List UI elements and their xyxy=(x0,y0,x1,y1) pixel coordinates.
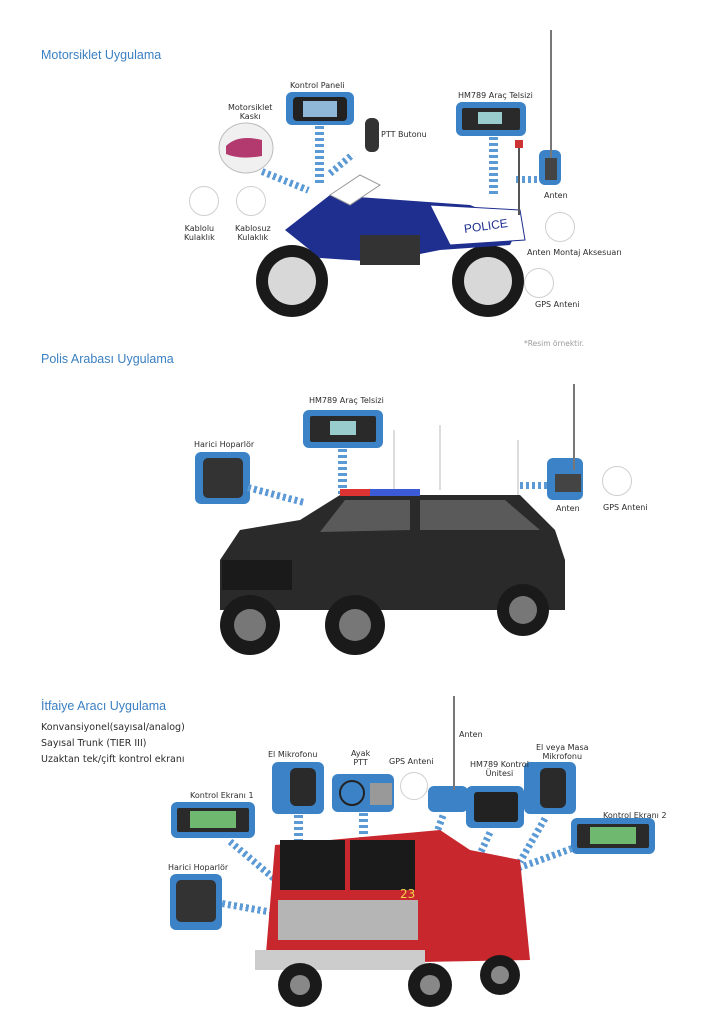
fire-gps-tile xyxy=(428,786,468,812)
feature-remote-screen: Uzaktan tek/çift kontrol ekranı xyxy=(41,754,185,765)
wireless-earphone-icon xyxy=(236,186,266,216)
radio-beam xyxy=(489,137,498,197)
feature-digital-trunk: Sayısal Trunk (TIER III) xyxy=(41,738,147,749)
control-panel-label: Kontrol Paneli xyxy=(290,81,345,90)
car-antenna-beam xyxy=(520,482,548,489)
hand-mic-label: El Mikrofonu xyxy=(268,750,318,759)
truck-number: 23 xyxy=(400,887,416,901)
antenna-mount-label: Anten Montaj Aksesuarı xyxy=(527,248,622,257)
antenna-label: Anten xyxy=(544,191,568,200)
helmet-label: Motorsiklet Kaskı xyxy=(228,103,273,122)
wired-earphone-icon xyxy=(189,186,219,216)
fire-truck-section-title: İtfaiye Aracı Uygulama xyxy=(41,699,167,713)
antenna-mount-icon xyxy=(545,212,575,242)
desk-mic-label: El veya Masa Mikrofonu xyxy=(536,743,589,762)
fire-gps-antenna-label: GPS Anteni xyxy=(389,757,434,766)
screen1-label: Kontrol Ekranı 1 xyxy=(190,791,254,800)
radio-label: HM789 Araç Telsizi xyxy=(458,91,533,100)
fire-speaker-label: Harici Hoparlör xyxy=(168,863,229,872)
motorcycle-section-title: Motorsiklet Uygulama xyxy=(41,48,162,62)
feature-conventional: Konvansiyonel(sayısal/analog) xyxy=(41,722,185,733)
gps-antenna-icon xyxy=(524,268,554,298)
car-speaker-label: Harici Hoparlör xyxy=(194,440,255,449)
control-unit-label: HM789 Kontrol Ünitesi xyxy=(470,760,529,779)
police-car-section-title: Polis Arabası Uygulama xyxy=(41,352,174,366)
foot-ptt-label: Ayak PTT xyxy=(351,749,371,768)
fire-antenna-label: Anten xyxy=(459,730,483,739)
wireless-earphone-label: Kablosuz Kulaklık xyxy=(235,224,271,243)
gps-antenna-label: GPS Anteni xyxy=(535,300,580,309)
car-antenna-label: Anten xyxy=(556,504,580,513)
fire-gps-antenna-icon xyxy=(400,772,428,800)
antenna-beam xyxy=(516,176,538,183)
car-gps-antenna-label: GPS Anteni xyxy=(603,503,648,512)
car-gps-antenna-icon xyxy=(602,466,632,496)
wired-earphone-label: Kablolu Kulaklık xyxy=(184,224,215,243)
car-radio-beam xyxy=(338,449,347,509)
screen2-label: Kontrol Ekranı 2 xyxy=(603,811,667,820)
ptt-label: PTT Butonu xyxy=(381,130,427,139)
image-disclaimer: *Resim örnektir. xyxy=(524,339,584,348)
car-radio-label: HM789 Araç Telsizi xyxy=(309,396,384,405)
control-panel-beam xyxy=(315,126,324,186)
